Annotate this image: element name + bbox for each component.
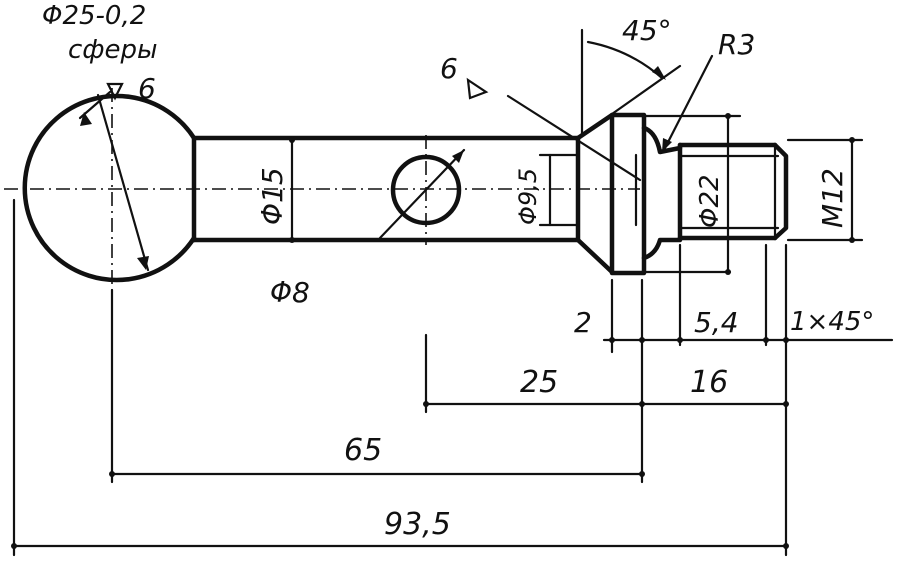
r3-arrow (662, 138, 672, 152)
len93_5-tick-right (783, 543, 789, 549)
sphere-diameter-label: Φ25-0,2 (42, 1, 146, 31)
labels: Φ25-0,2 сферы 6 Φ15 Φ8 Φ9,5 Φ22 M12 R3 4… (42, 1, 874, 542)
d15-tick-bottom (289, 237, 295, 243)
angle-arrow (652, 66, 666, 80)
len5_4-label: 5,4 (694, 306, 739, 339)
len93_5-label: 93,5 (384, 507, 451, 542)
d8-label: Φ8 (270, 276, 310, 309)
sphere-word-label: сферы (68, 35, 158, 65)
len25-label: 25 (520, 365, 558, 400)
d15-label: Φ15 (256, 167, 289, 225)
finish6-cone-label: 6 (440, 52, 458, 85)
chain-tick-2 (639, 337, 645, 343)
chain-tick-3 (677, 337, 683, 343)
len16-label: 16 (690, 365, 728, 400)
len65-tick-left (109, 471, 115, 477)
r3-label: R3 (718, 28, 755, 61)
chain-tick-4 (763, 337, 769, 343)
d22-tick-bottom (725, 269, 731, 275)
chamfer-label: 1×45° (790, 307, 874, 337)
thread-end-chamfer (772, 142, 789, 241)
part-outline (22, 93, 789, 283)
undercut-top (641, 125, 683, 155)
len16-tick-right (783, 401, 789, 407)
m12-label: M12 (816, 168, 849, 228)
sphere-arrow-bottom (137, 256, 149, 270)
undercut-bottom (641, 237, 683, 261)
chain-tick-5 (783, 337, 789, 343)
d9_5-label: Φ9,5 (514, 168, 542, 225)
sphere-arrow-top (80, 112, 92, 126)
d8-arrow (452, 150, 464, 163)
len65-label: 65 (344, 433, 382, 468)
flange (609, 112, 647, 276)
angle-ext-slanted (576, 64, 682, 140)
finish-triangle-cone (466, 77, 489, 100)
chain-tick-1 (609, 337, 615, 343)
d15-tick-top (289, 137, 295, 143)
d22-label: Φ22 (695, 174, 725, 228)
finish-triangle-sphere (106, 82, 124, 101)
m12-tick-top (849, 137, 855, 143)
angle-arc (586, 40, 664, 80)
sphere-finish-label: 6 (138, 72, 156, 105)
sphere-head (22, 93, 197, 283)
d22-tick-top (725, 113, 731, 119)
m12-tick-bottom (849, 237, 855, 243)
r3-leader (662, 54, 714, 152)
len65-tick-right (639, 471, 645, 477)
sphere-diameter-leader (96, 93, 150, 272)
d8-leader (378, 148, 466, 240)
cone-bottom (575, 237, 615, 275)
len25-tick-left (423, 401, 429, 407)
dimension-lines (11, 28, 894, 557)
len93_5-tick-left (11, 543, 17, 549)
finish6-leader (506, 94, 642, 182)
angle45-label: 45° (622, 14, 672, 47)
len2-label: 2 (574, 306, 592, 339)
